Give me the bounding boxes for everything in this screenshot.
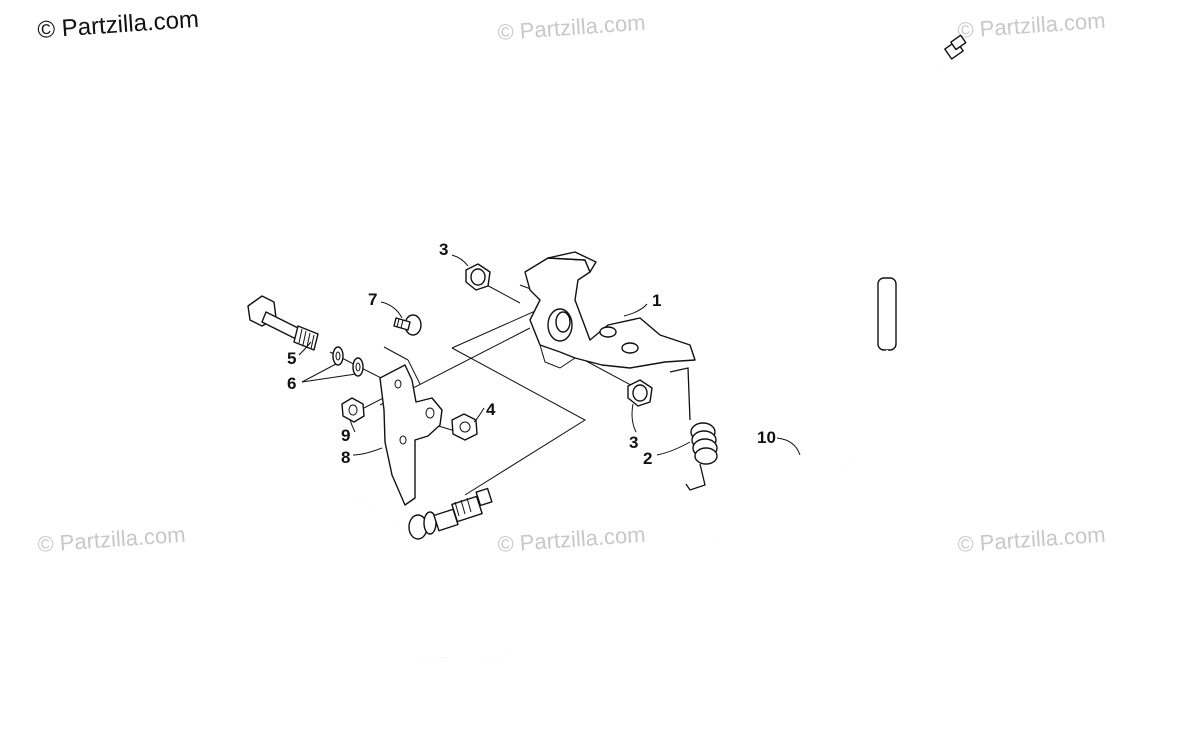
cable-top-fitting <box>944 34 967 60</box>
watermark-main: © Partzilla.com <box>37 6 200 44</box>
bracket-screw <box>393 314 422 336</box>
watermark-top-right: © Partzilla.com <box>957 8 1107 43</box>
callout-5: 5 <box>287 349 296 368</box>
callout-2: 2 <box>643 449 652 468</box>
callout-3-lower: 3 <box>629 433 638 452</box>
bracket-hole-upper <box>599 326 617 338</box>
callout-10: 10 <box>757 428 776 447</box>
return-spring <box>669 367 718 491</box>
cable-sleeve <box>877 277 897 351</box>
bracket-hole-lower <box>621 342 639 354</box>
washer-pair <box>332 346 364 377</box>
throttle-bracket <box>524 251 696 369</box>
assembly-lines <box>329 282 641 496</box>
bushing-upper <box>465 263 491 291</box>
callout-4: 4 <box>486 400 496 419</box>
pivot-bolt <box>247 295 319 351</box>
lock-nut-left <box>341 397 365 423</box>
cable-adjuster-end <box>408 487 493 540</box>
watermark-top-center: © Partzilla.com <box>497 10 647 45</box>
callout-1: 1 <box>652 291 661 310</box>
watermark-mid-right: © Partzilla.com <box>957 522 1107 557</box>
watermark-layer: © Partzilla.com © Partzilla.com © Partzi… <box>37 6 1107 557</box>
callout-7: 7 <box>368 290 377 309</box>
callout-9: 9 <box>341 426 350 445</box>
throttle-cable <box>327 34 967 725</box>
watermark-mid-left: © Partzilla.com <box>37 522 187 557</box>
lock-nut-right <box>451 413 478 441</box>
watermark-mid-center: © Partzilla.com <box>497 522 647 557</box>
bushing-lower <box>627 379 653 407</box>
callout-leaders <box>298 254 801 456</box>
callout-8: 8 <box>341 448 350 467</box>
callout-labels: 1 2 3 3 4 5 6 7 8 9 10 <box>287 240 776 468</box>
callout-3-upper: 3 <box>439 240 448 259</box>
mounting-plate <box>379 364 443 506</box>
callout-6: 6 <box>287 374 296 393</box>
